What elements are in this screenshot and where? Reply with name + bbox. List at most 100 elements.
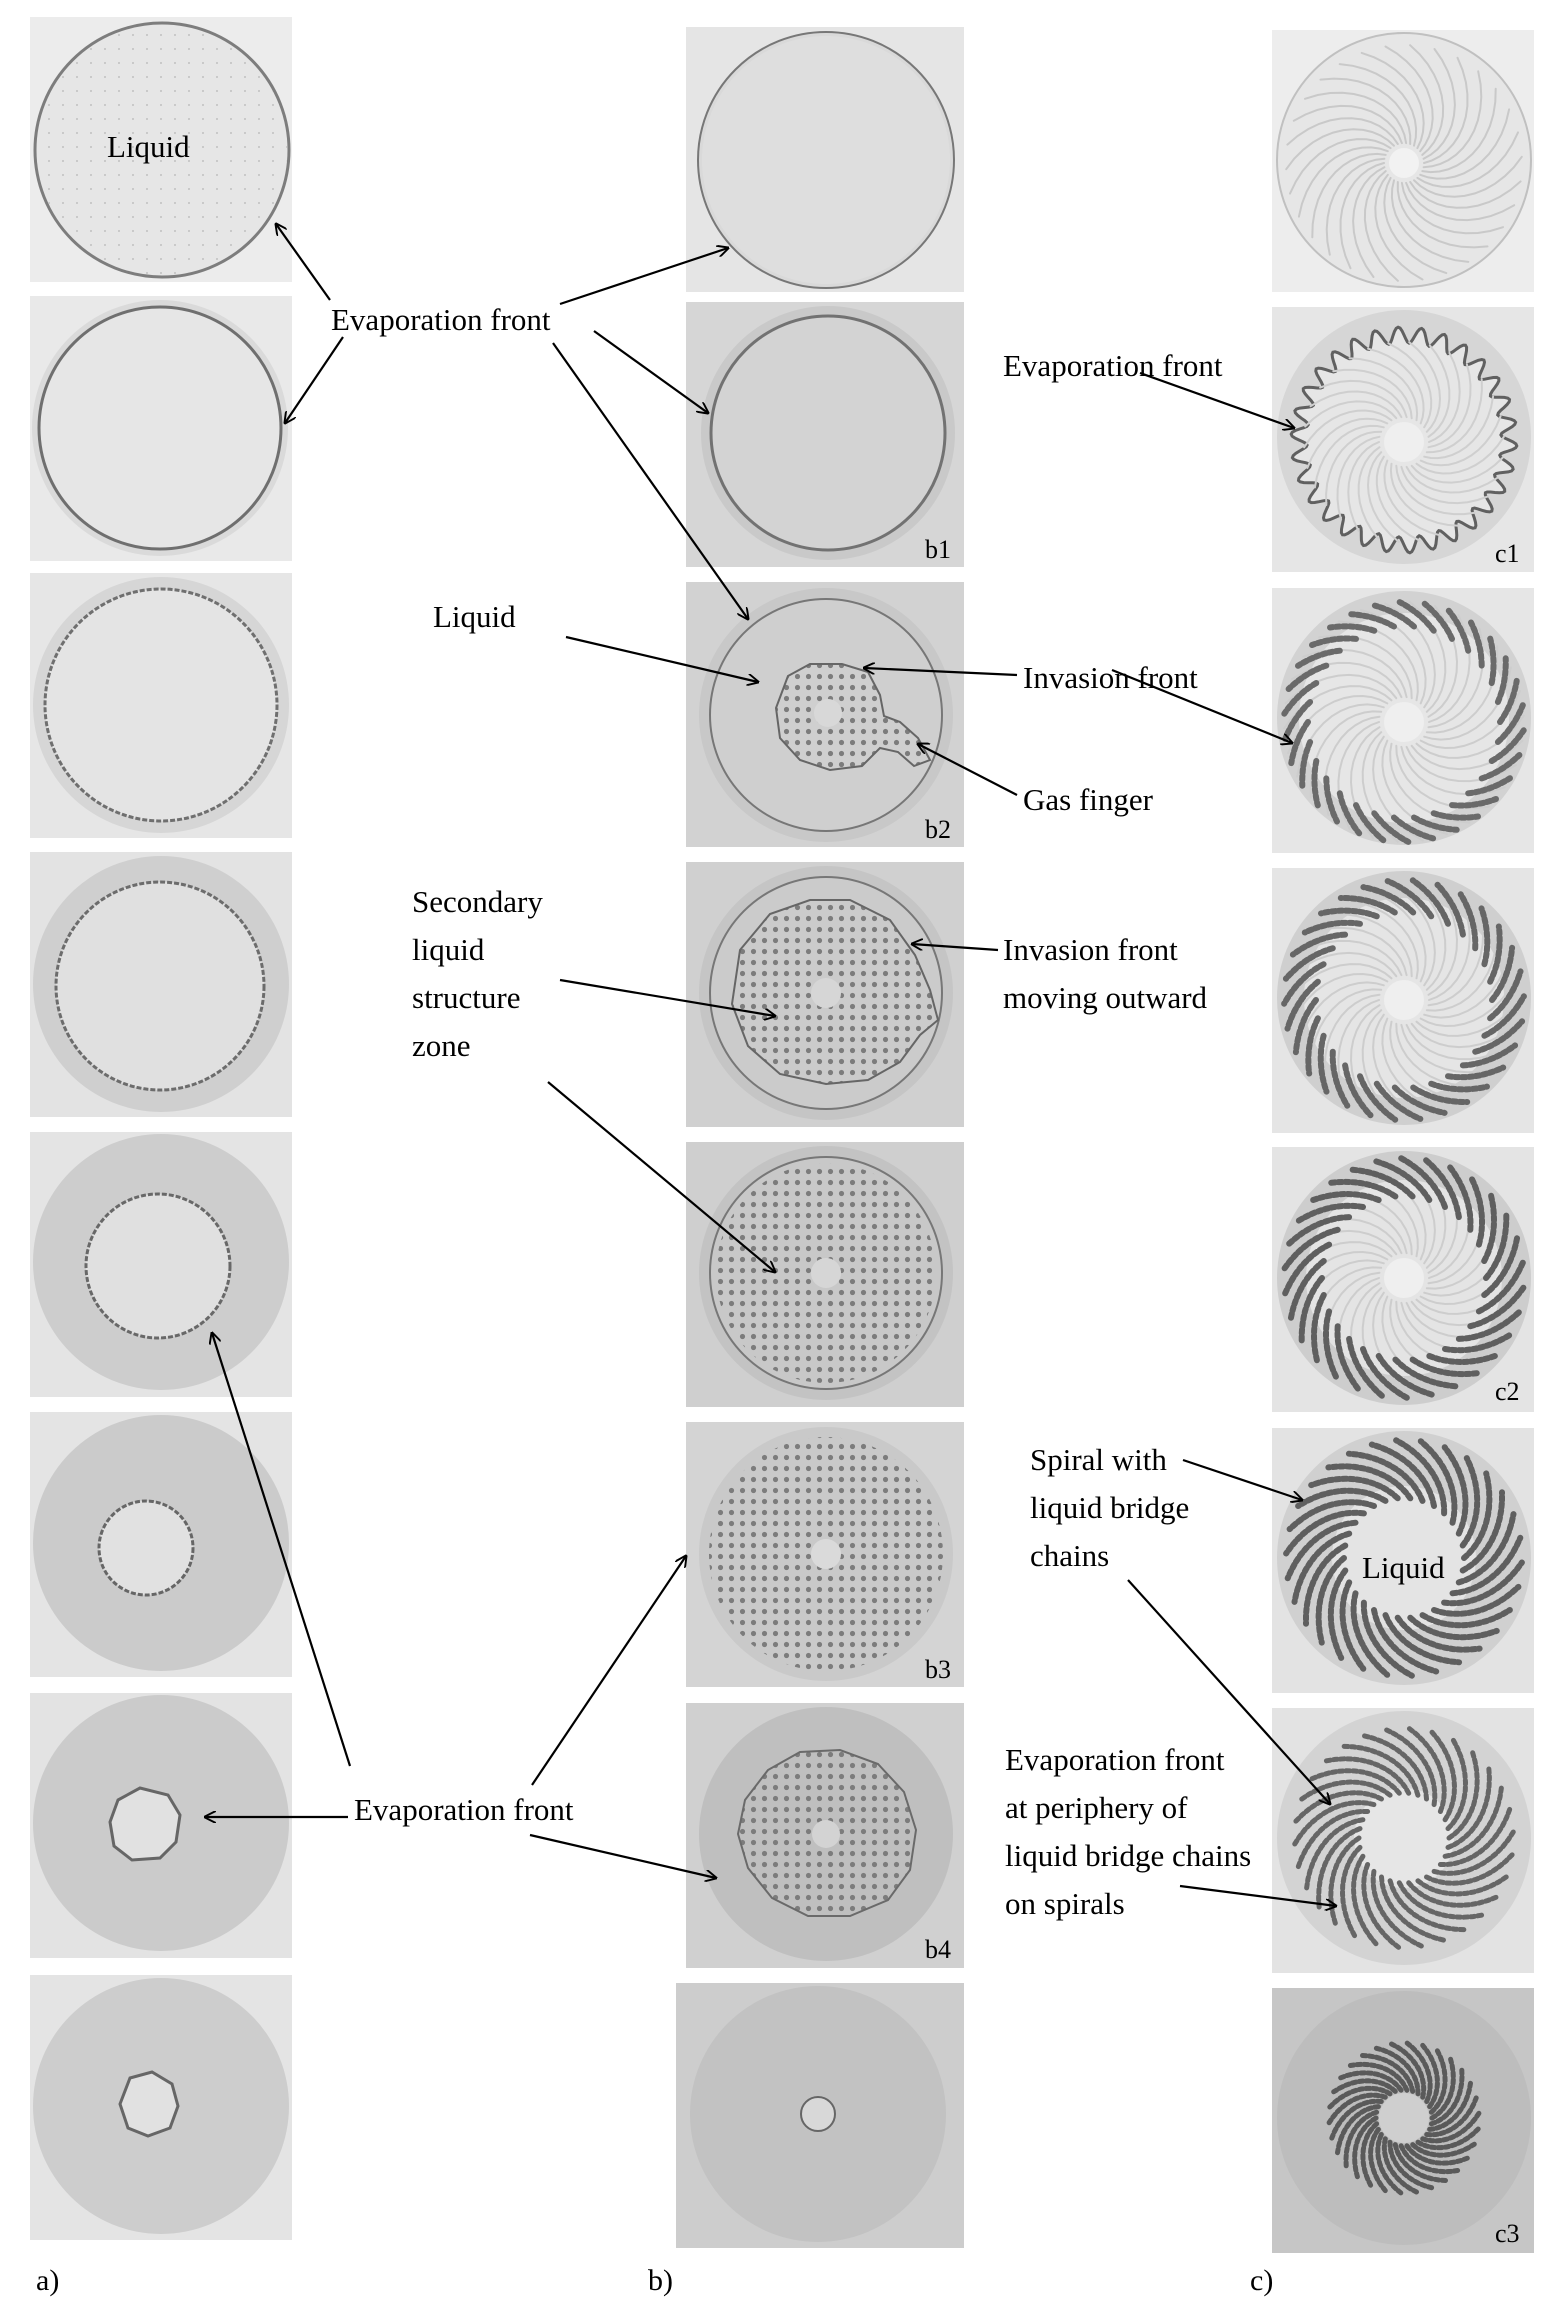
spiral-arm [1295,1202,1366,1224]
spiral-arm [1384,878,1435,920]
spiral-arm [1465,775,1513,797]
spiral-arm [1430,810,1481,821]
spiral-arm [1446,1164,1474,1233]
spiral-arm [1427,363,1472,449]
spiral-arm [1323,993,1381,1095]
spiral-arm [1329,1048,1351,1109]
label-spiral-3: chains [1030,1538,1109,1573]
spiral-arm [1483,1212,1510,1281]
spiral-arm [1467,1284,1527,1330]
spiral-arm [1427,2080,1473,2132]
spiral-arm [1420,2042,1440,2110]
spiral-arm [1282,945,1336,982]
spiral-arm [1379,1874,1447,1943]
spiral-arm [1329,2098,1384,2141]
spiral-arm [1396,181,1489,249]
spiral-arm [1384,45,1434,153]
spiral-arm [1337,895,1398,916]
column-label-a: a) [36,2264,59,2297]
spiral-arm [1352,2115,1379,2180]
arrow-spiral [1182,1458,1302,1500]
spiral-arm [1428,1080,1490,1093]
panel-c-6 [1272,1708,1534,1973]
arrow-evap-periphery [1179,1884,1336,1906]
spiral-arm [1368,1441,1437,1509]
spiral-arm [1305,1015,1321,1077]
panel-a1 [30,17,292,282]
spiral-arm [1410,456,1504,484]
spiral-arm [1319,379,1408,419]
spiral-arm [1446,1749,1480,1841]
spiral-arm [1295,1809,1371,1870]
spiral-arm [1286,117,1399,146]
panel-b3: b3 [686,1422,964,1687]
spiral-arm [1394,1614,1483,1653]
annotations: Liquid Evaporation front Liquid Invasion… [36,129,1445,2297]
arrow-evap-a1 [276,224,331,301]
spiral-arm [1352,166,1386,278]
label-liquid-c: Liquid [1362,1550,1445,1585]
spiral-arm [1339,1844,1363,1939]
spiral-arm [1419,108,1511,180]
spiral-arm [1338,63,1418,147]
spiral-arm [1337,898,1419,980]
spiral-arm [1390,179,1470,263]
spiral-arm [1421,600,1455,642]
panel-b0 [686,27,964,292]
spiral-arm [1409,1356,1481,1378]
panel-b3-prev [686,862,964,1127]
spiral-arm [1422,70,1483,169]
spiral-arm [1497,677,1520,725]
spiral-arm [1315,1555,1347,1646]
spiral-arm [1339,1579,1367,1672]
spiral-arm [1419,1607,1513,1629]
spiral-arm [1410,2141,1477,2158]
spiral-arm [1304,1817,1366,1892]
arrow-evap-b1 [593,330,708,413]
spiral-arm [1382,1612,1463,1666]
label-evap-periphery-3: liquid bridge chains [1005,1838,1251,1873]
spiral-arm [1309,1190,1382,1204]
spiral-arm [1327,623,1378,634]
spiral-arm [1445,1064,1507,1081]
spiral-arm [1389,462,1460,527]
panel-b5 [676,1983,964,2248]
spiral-arm [1423,944,1512,1019]
spiral-arm [1442,1332,1513,1354]
spiral-arm [1406,1880,1500,1908]
spiral-arm [1429,2056,1456,2121]
spiral-arm [1392,1356,1459,1390]
spiral-arm [1442,1784,1504,1859]
panel-tag-b3: b3 [925,1655,951,1684]
spiral-arm [1368,2126,1388,2194]
spiral-arm [1441,1559,1525,1607]
spiral-arm [1310,1292,1327,1364]
spiral-arm [1425,378,1483,454]
spiral-arm [1428,1729,1458,1823]
spiral-arm [1372,1013,1424,1120]
spiral-arm [1494,655,1509,705]
panel-tag-b4: b4 [925,1935,951,1964]
spiral-arm [1360,51,1425,150]
spiral-arm [1426,1352,1499,1366]
spiral-arm [1411,814,1460,833]
panel-c-3 [1272,868,1534,1133]
spiral-arm [1416,131,1519,188]
spiral-arm [1392,2142,1448,2183]
spiral-arm [1309,988,1383,1077]
spiral-arm [1311,758,1321,809]
spiral-arm [1332,368,1413,420]
spiral-arm [1371,1607,1440,1675]
spiral-arm [1359,887,1427,983]
spiral-arm [1409,44,1445,156]
spiral-arm [1487,635,1497,686]
spiral-arm [1350,1853,1380,1947]
spiral-arm [1301,919,1363,936]
spiral-arm [1422,48,1456,160]
spiral-arm [1437,1806,1513,1867]
spiral-arm [1361,1009,1399,1121]
spiral-arm [1417,1438,1458,1526]
spiral-arm [1360,2053,1416,2094]
arrow-evap-b4 [529,1833,716,1878]
spiral-arm [1428,2067,1465,2127]
